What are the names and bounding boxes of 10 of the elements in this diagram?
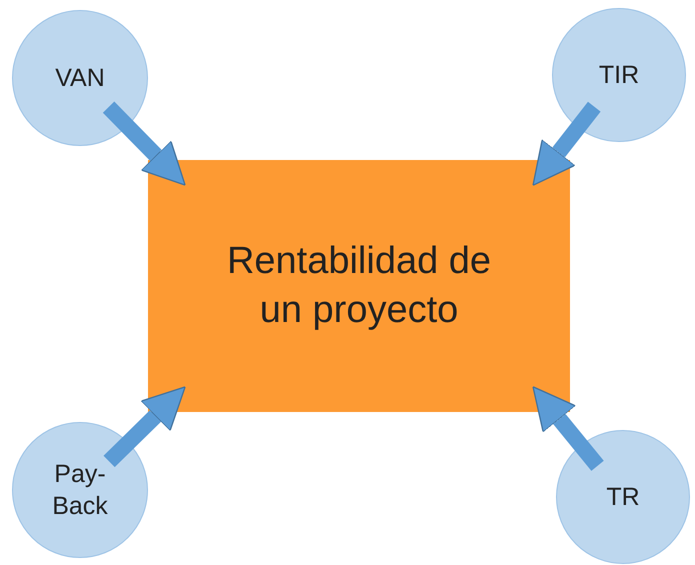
node-label: Pay-Back: [51, 458, 109, 522]
arrow: [102, 102, 186, 186]
node-label: TIR: [598, 60, 640, 91]
arrow: [104, 386, 186, 468]
node-label: Rentabilidad de un proyecto: [226, 238, 492, 333]
node-label: TR: [605, 482, 641, 513]
arrow: [532, 102, 601, 186]
node-label: VAN: [54, 62, 106, 94]
topic-box: [148, 160, 570, 412]
arrow: [532, 386, 604, 471]
